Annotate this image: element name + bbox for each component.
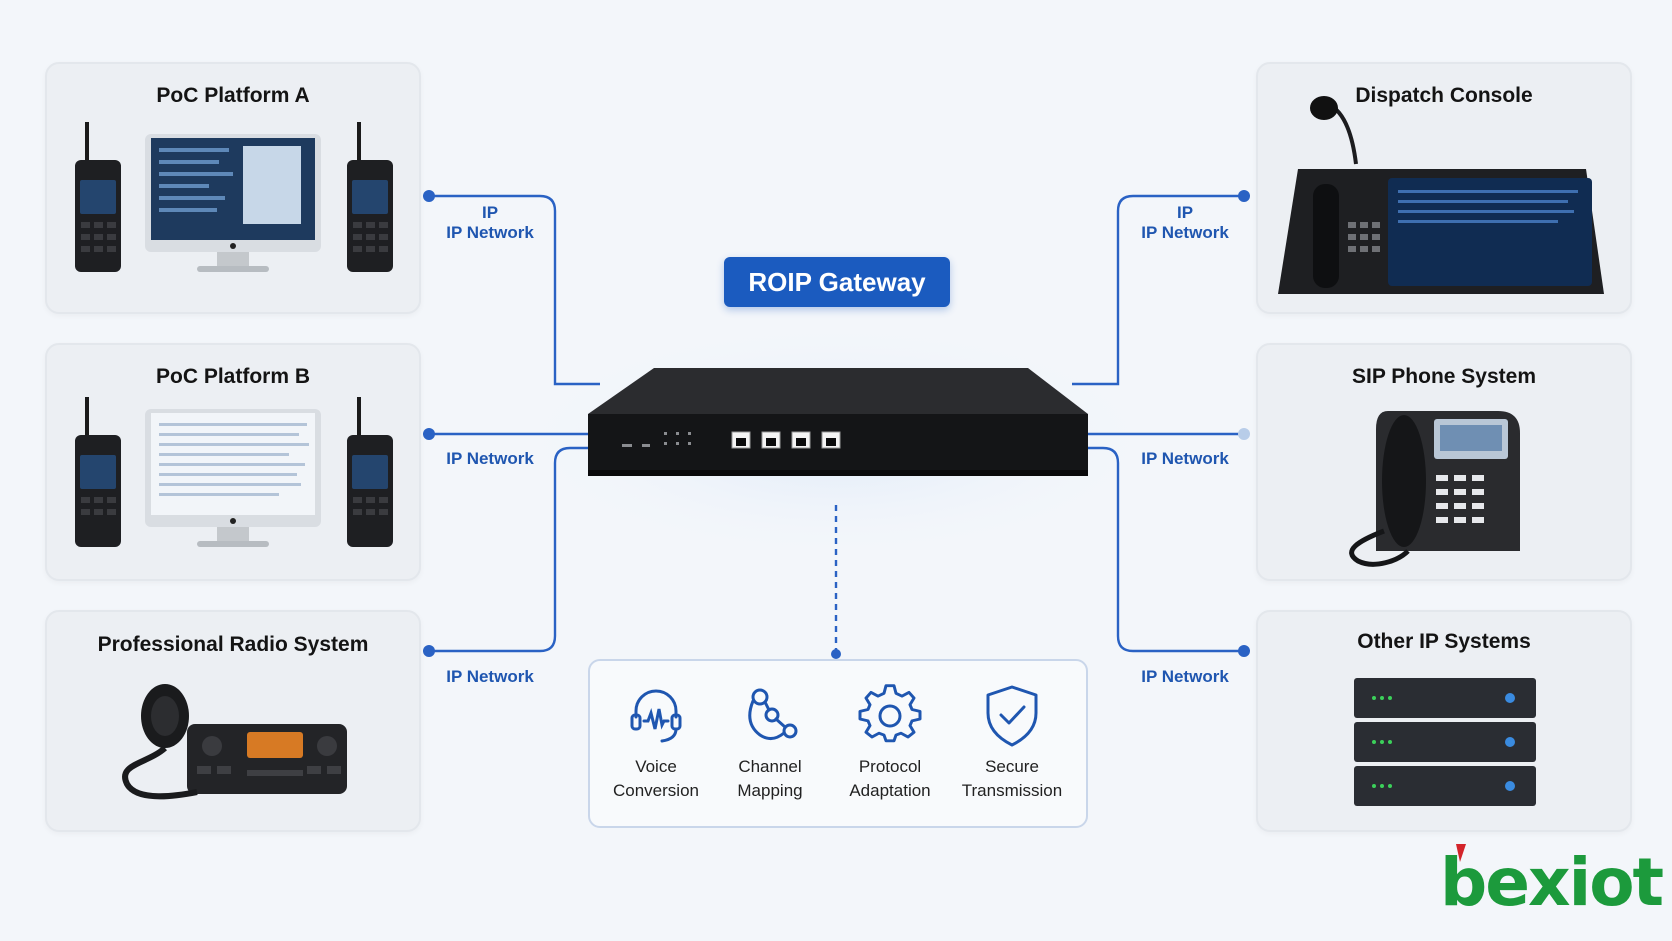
server-stack-illustration xyxy=(1354,678,1536,806)
logo-text: bexiot xyxy=(1440,844,1664,921)
mobile-radio-illustration xyxy=(122,684,347,800)
headset-voice-icon xyxy=(630,689,682,743)
panel-title: PoC Platform A xyxy=(156,84,310,107)
panel-title: SIP Phone System xyxy=(1351,365,1537,388)
network-label-line: IP xyxy=(481,203,499,222)
feature-voice-conversion: Voice Conversion xyxy=(596,683,716,803)
gateway-device xyxy=(588,368,1088,476)
feature-label: Protocol Adaptation xyxy=(830,755,950,803)
network-label-line: IP xyxy=(1176,203,1194,222)
panel-title: PoC Platform B xyxy=(155,365,310,388)
feature-label-line: Transmission xyxy=(961,781,1063,800)
feature-label-line: Protocol xyxy=(858,757,922,776)
feature-label-line: Mapping xyxy=(737,781,803,800)
feature-label-line: Adaptation xyxy=(849,781,931,800)
bexiot-logo: bexiot xyxy=(1440,844,1664,921)
network-label-left-bottom: IP Network xyxy=(446,667,534,686)
panel-dispatch-console: Dispatch Console xyxy=(1256,62,1632,314)
network-label-right-top: IP IP Network xyxy=(1130,203,1240,243)
panel-poc-platform-a: PoC Platform A xyxy=(45,62,421,314)
ip-phone-illustration xyxy=(1349,411,1520,567)
feature-label: Secure Transmission xyxy=(952,755,1072,803)
panel-professional-radio-system: Professional Radio System xyxy=(45,610,421,832)
network-label-line: IP Network xyxy=(1141,223,1229,242)
feature-label-line: Voice xyxy=(635,757,677,776)
feature-label: Channel Mapping xyxy=(710,755,830,803)
network-label-right-bottom: IP Network xyxy=(1141,667,1229,686)
channel-mapping-icon xyxy=(748,688,798,740)
gateway-title: ROIP Gateway xyxy=(724,257,950,307)
panel-title: Other IP Systems xyxy=(1357,630,1531,653)
dispatch-console-illustration xyxy=(1278,96,1604,294)
network-label-line: IP Network xyxy=(446,223,534,242)
feature-label: Voice Conversion xyxy=(596,755,716,803)
shield-check-icon xyxy=(986,685,1038,747)
poc-platform-illustration xyxy=(75,122,393,272)
logo-accent-mark xyxy=(1456,844,1466,862)
gateway-features-box: Voice Conversion Channel Mapping xyxy=(588,659,1088,828)
panel-title: Dispatch Console xyxy=(1355,84,1533,107)
panel-sip-phone-system: SIP Phone System xyxy=(1256,343,1632,581)
network-label-left-top: IP IP Network xyxy=(435,203,545,243)
panel-other-ip-systems: Other IP Systems xyxy=(1256,610,1632,832)
network-label-right-mid: IP Network xyxy=(1141,449,1229,468)
panel-title: Professional Radio System xyxy=(97,633,369,656)
gear-icon xyxy=(858,684,922,743)
network-label-left-mid: IP Network xyxy=(446,449,534,468)
feature-label-line: Conversion xyxy=(613,781,699,800)
feature-protocol-adaptation: Protocol Adaptation xyxy=(830,683,950,803)
feature-label-line: Channel xyxy=(738,757,802,776)
poc-platform-illustration xyxy=(75,397,393,547)
feature-label-line: Secure xyxy=(985,757,1039,776)
panel-poc-platform-b: PoC Platform B xyxy=(45,343,421,581)
feature-secure-transmission: Secure Transmission xyxy=(952,683,1072,803)
feature-channel-mapping: Channel Mapping xyxy=(710,683,830,803)
